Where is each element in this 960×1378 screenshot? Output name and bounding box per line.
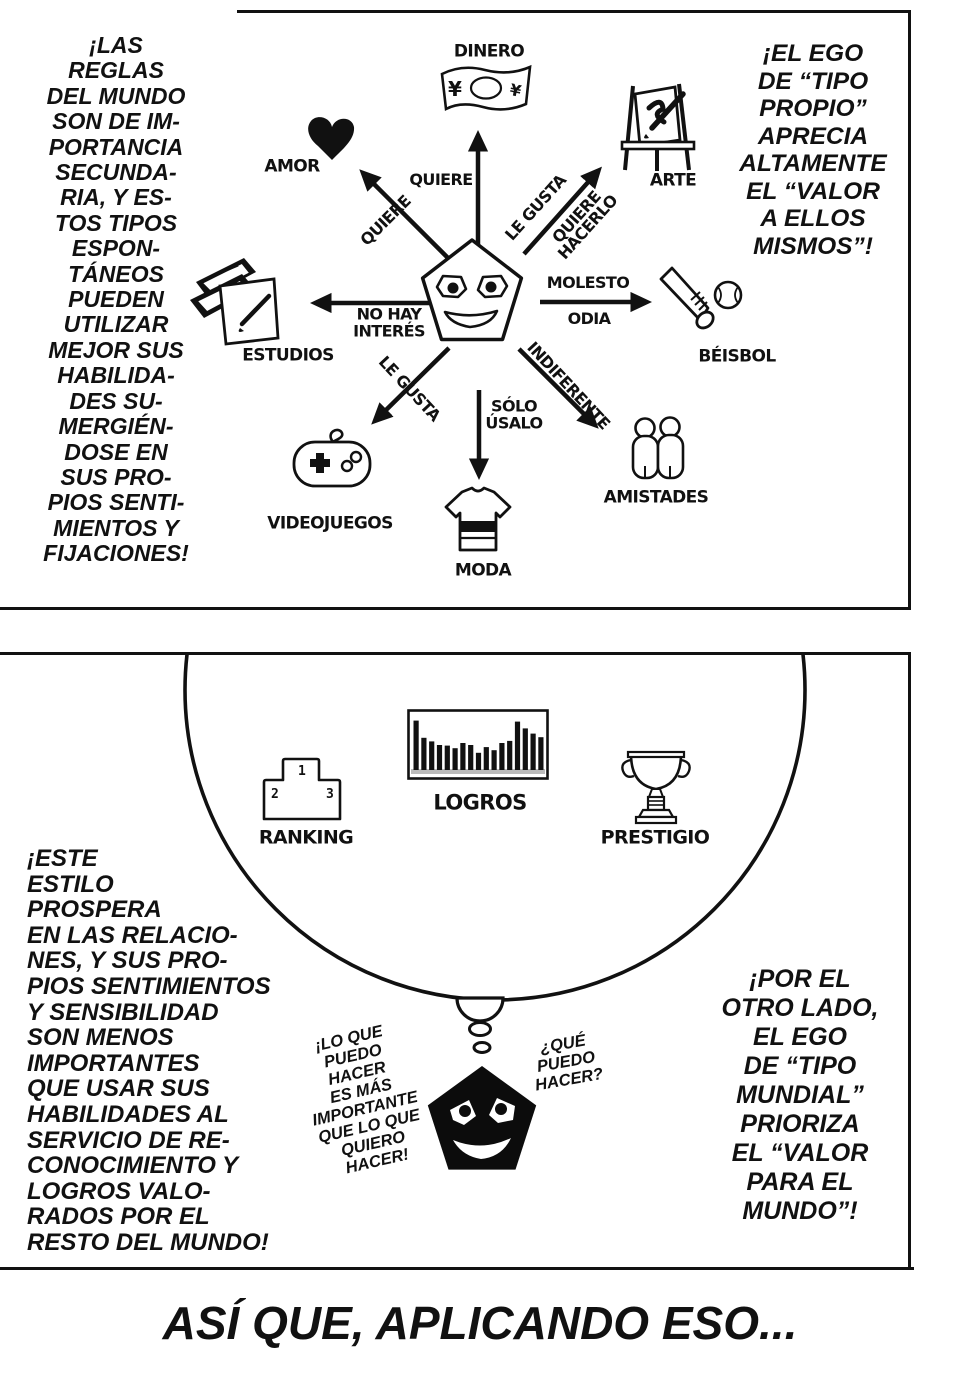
relation-molesto: MOLESTO [546, 272, 630, 292]
game-controller-icon [292, 428, 372, 488]
thought-bubble [183, 655, 807, 1054]
arrow-arte [522, 166, 602, 256]
interest-arrows [310, 130, 652, 480]
tshirt-icon [444, 486, 512, 552]
heart-icon [308, 117, 355, 160]
relation-solo-usalo: SÓLO ÚSALO [485, 396, 543, 432]
relation-odia: ODIA [567, 308, 611, 328]
panel1-bottom-border [0, 607, 911, 610]
node-label-dinero: DINERO [453, 41, 525, 62]
smile-mouth [443, 309, 499, 329]
panel1-right-border [908, 10, 911, 610]
thought-label-logros: LOGROS [433, 790, 527, 815]
thought-label-ranking: RANKING [258, 826, 354, 849]
panel2-top-border [0, 652, 911, 655]
arrow-amistades [517, 347, 599, 429]
money-icon: ¥ ¥ [440, 64, 532, 112]
node-label-arte: ARTE [649, 170, 697, 191]
node-label-videojuegos: VIDEOJUEGOS [267, 513, 393, 534]
books-study-icon [190, 258, 280, 346]
smile-mouth [453, 1138, 511, 1159]
node-label-beisbol: BÉISBOL [698, 346, 776, 367]
ranking-podium-icon: 1 2 3 [262, 757, 342, 821]
dark-pentagon-face [427, 1066, 537, 1170]
narration-panel2-right: ¡POR EL OTRO LADO, EL EGO DE “TIPO MUNDI… [721, 965, 879, 1225]
svg-text:¥: ¥ [508, 80, 523, 101]
baseball-icon [659, 266, 743, 330]
panel1-top-border [237, 10, 911, 13]
thought-bubble-bump [455, 996, 505, 1023]
trophy-icon [621, 750, 691, 825]
svg-text:1: 1 [298, 764, 306, 779]
svg-text:2: 2 [271, 787, 279, 802]
node-label-amistades: AMISTADES [603, 487, 709, 508]
arrow-videojuegos [371, 346, 451, 425]
node-label-amor: AMOR [264, 156, 320, 177]
arrow-amor [359, 169, 452, 262]
thought-label-prestigio: PRESTIGIO [600, 826, 710, 849]
narration-panel2-left: ¡ESTE ESTILO PROSPERA EN LAS RELACIO- NE… [27, 845, 271, 1256]
relation-quiere-dinero: QUIERE [409, 169, 473, 189]
node-label-estudios: ESTUDIOS [242, 345, 334, 366]
achievements-bar-chart-icon [407, 709, 549, 780]
panel2-bottom-border [0, 1267, 914, 1270]
pentagon-face [420, 238, 524, 342]
easel-art-icon [620, 83, 696, 171]
thought-dot-large [468, 1021, 492, 1037]
svg-text:¥: ¥ [448, 77, 462, 101]
friends-icon [631, 416, 685, 480]
svg-text:3: 3 [326, 787, 334, 802]
thought-dot-small [472, 1041, 492, 1054]
narration-panel1-right: ¡EL EGO DE “TIPO PROPIO” APRECIA ALTAMEN… [739, 40, 887, 260]
node-label-moda: MODA [454, 560, 512, 581]
narration-panel1-left: ¡LAS REGLAS DEL MUNDO SON DE IM- PORTANC… [43, 32, 189, 567]
panel2-right-border [908, 652, 911, 1270]
relation-no-hay-interes: NO HAY INTERÉS [353, 304, 425, 340]
bottom-caption: ASÍ QUE, APLICANDO ESO... [162, 1297, 798, 1349]
